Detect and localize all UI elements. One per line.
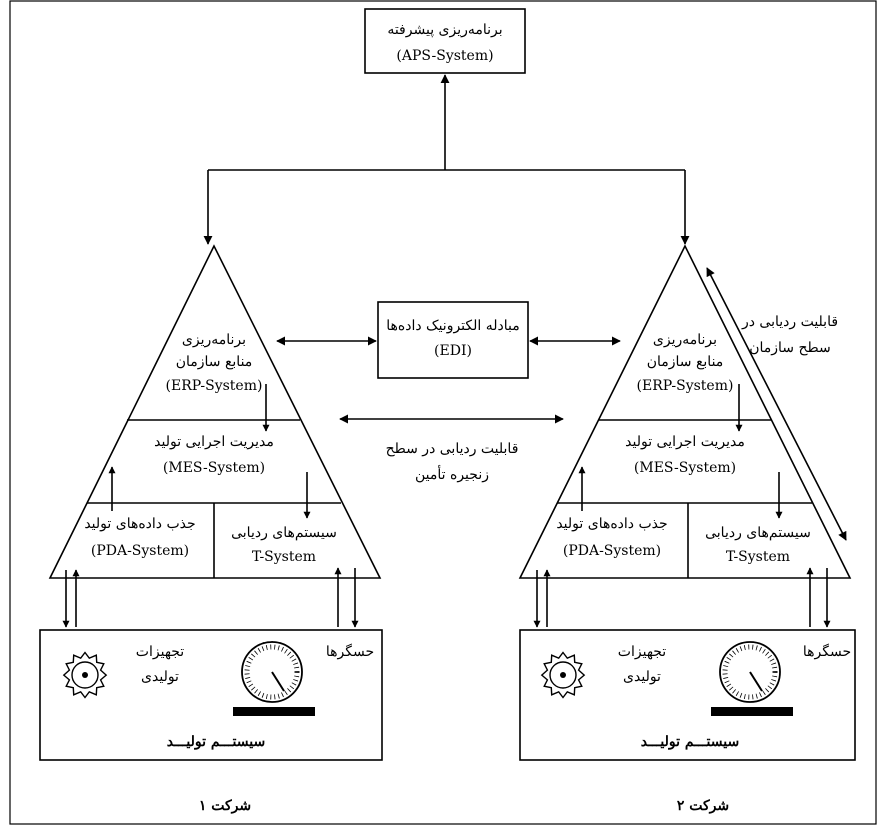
org-level-line1: قابلیت ردیابی در <box>741 314 838 330</box>
aps-connector <box>203 74 690 245</box>
edi-title: مبادله الکترونیک داده‌ها <box>386 318 520 334</box>
company-2-pyramid: برنامه‌ریزی منابع سازمان (ERP-System) مد… <box>518 244 852 579</box>
aps-title: برنامه‌ریزی پیشرفته <box>387 22 502 38</box>
aps-box: برنامه‌ریزی پیشرفته (APS-System) <box>364 8 526 74</box>
c2-equipment-line2: تولیدی <box>623 669 661 685</box>
c2-sensors-label: حسگرها <box>803 643 851 660</box>
c1-erp-line2: منابع سازمان <box>176 354 253 370</box>
company-1-internal-arrows <box>62 384 359 628</box>
aps-code: (APS-System) <box>396 48 493 64</box>
c2-mes-code: (MES-System) <box>634 460 736 476</box>
c1-production-label: سیستـــم تولیـــد <box>167 734 265 750</box>
edi-code: (EDI) <box>434 343 472 359</box>
org-level-line2: سطح سازمان <box>749 340 831 356</box>
company-1-production-box: تجهیزات تولیدی حسگرها سیستـــم تولیـــد <box>39 629 383 761</box>
c1-gear-icon <box>62 651 108 699</box>
c1-pda-label: جذب داده‌های تولید <box>84 516 195 532</box>
c1-tsys-code: T-System <box>252 549 316 565</box>
c1-sensors-label: حسگرها <box>326 643 374 660</box>
c2-erp-line2: منابع سازمان <box>647 354 724 370</box>
c1-tsys-label: سیستم‌های ردیابی <box>231 525 337 541</box>
c1-erp-code: (ERP-System) <box>166 378 263 394</box>
c1-mes-code: (MES-System) <box>163 460 265 476</box>
c2-erp-line1: برنامه‌ریزی <box>653 332 717 348</box>
c2-tsys-label: سیستم‌های ردیابی <box>705 525 811 541</box>
c2-mes-label: مدیریت اجرایی تولید <box>625 434 745 450</box>
c2-gear-icon <box>540 651 586 699</box>
c2-production-label: سیستـــم تولیـــد <box>641 734 739 750</box>
company-1-name: شرکت ۱ <box>199 798 251 814</box>
supply-chain-line1: قابلیت ردیابی در سطح <box>386 441 519 457</box>
supply-chain-line2: زنجیره تأمین <box>415 464 489 483</box>
org-level-arrow <box>706 267 847 541</box>
c1-equipment-line1: تجهیزات <box>136 644 185 660</box>
c1-erp-line1: برنامه‌ریزی <box>182 332 246 348</box>
company-2-production-box: تجهیزات تولیدی حسگرها سیستـــم تولیـــد <box>519 629 856 761</box>
edi-box: مبادله الکترونیک داده‌ها (EDI) <box>377 301 529 379</box>
c2-pda-code: (PDA-System) <box>563 543 661 559</box>
company-2-name: شرکت ۲ <box>677 798 729 814</box>
c1-mes-label: مدیریت اجرایی تولید <box>154 434 274 450</box>
c2-erp-code: (ERP-System) <box>637 378 734 394</box>
c2-gauge-icon <box>711 641 793 716</box>
c1-gauge-icon <box>233 641 315 716</box>
outer-frame <box>9 0 877 825</box>
c1-pda-code: (PDA-System) <box>91 543 189 559</box>
c2-equipment-line1: تجهیزات <box>618 644 667 660</box>
company-1-pyramid: برنامه‌ریزی منابع سازمان (ERP-System) مد… <box>48 244 382 579</box>
c2-pda-label: جذب داده‌های تولید <box>556 516 667 532</box>
c2-tsys-code: T-System <box>726 549 790 565</box>
c1-equipment-line2: تولیدی <box>141 669 179 685</box>
